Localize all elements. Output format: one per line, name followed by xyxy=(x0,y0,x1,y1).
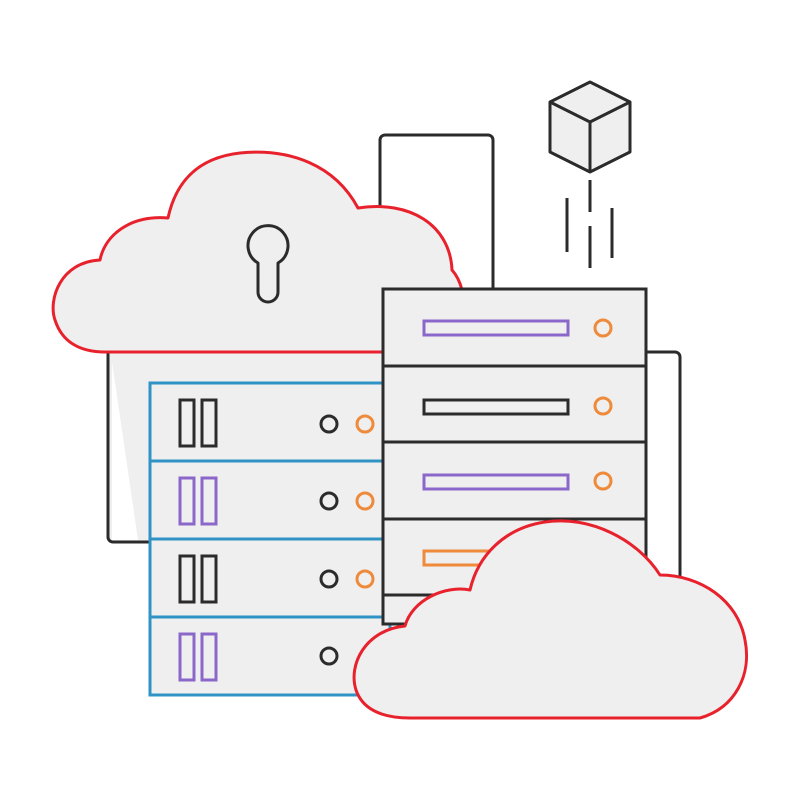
server-rack-blue xyxy=(148,381,392,697)
cloud-icon xyxy=(352,519,748,720)
cloud-lock-icon xyxy=(51,150,466,354)
server-unit xyxy=(178,554,375,604)
drive-bay xyxy=(422,318,613,338)
drive-bay xyxy=(422,396,613,416)
server-unit xyxy=(178,476,375,526)
drive-bay xyxy=(422,471,613,491)
server-unit xyxy=(178,632,339,682)
keyhole-icon xyxy=(246,224,290,304)
data-cube-icon xyxy=(548,80,632,174)
server-unit xyxy=(178,398,375,448)
motion-lines xyxy=(565,180,614,268)
